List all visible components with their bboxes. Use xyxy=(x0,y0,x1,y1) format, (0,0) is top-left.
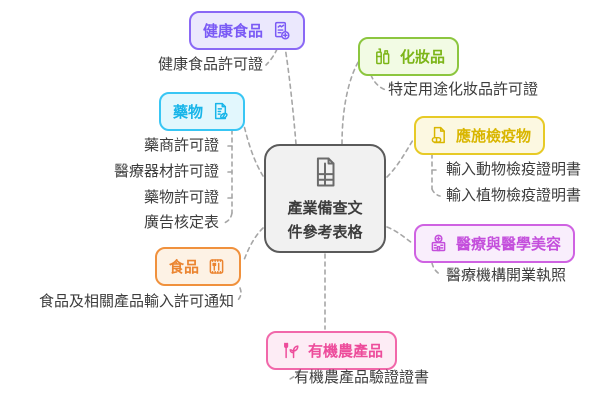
branch-medical-beauty-label: 醫療與醫學美容 xyxy=(456,236,562,253)
leaf-drug-dealer-license: 藥商許可證 xyxy=(143,137,219,154)
leaf-drug-license: 藥物許可證 xyxy=(143,189,219,206)
table-file-icon xyxy=(308,155,342,194)
connector-center-food xyxy=(243,227,264,261)
center-label-line1: 產業備查文 xyxy=(287,200,363,217)
branch-food: 食品 xyxy=(155,247,242,286)
meal-ticket-icon xyxy=(206,256,227,277)
connector-leaf-drug-3 xyxy=(223,212,233,224)
branch-cosmetics: 化妝品 xyxy=(358,37,460,76)
connector-leaf-food xyxy=(236,287,242,302)
branch-health-food-label: 健康食品 xyxy=(203,23,264,40)
connector-center-drug xyxy=(240,112,264,177)
leaf-organic-cert: 有機農產品驗證證書 xyxy=(294,369,430,386)
connector-center-medical xyxy=(386,226,413,244)
leaf-plant-quarantine-cert: 輸入植物檢疫證明書 xyxy=(446,187,582,204)
branch-food-label: 食品 xyxy=(169,259,200,276)
connector-leaf-quarantine-1 xyxy=(431,188,441,197)
leaf-medical-device-license: 醫療器材許可證 xyxy=(113,163,219,180)
branch-health-food: 健康食品 xyxy=(189,11,306,50)
connector-leaf-organic xyxy=(289,370,300,380)
cosmetic-bottles-icon xyxy=(372,46,393,67)
hospital-icon xyxy=(428,233,449,254)
leaf-ad-approval-form: 廣告核定表 xyxy=(143,214,219,231)
connector-center-cosmetics xyxy=(341,58,361,145)
connector-leaf-medical xyxy=(431,262,442,276)
prescription-file-icon xyxy=(210,101,231,122)
branch-cosmetics-label: 化妝品 xyxy=(400,49,446,66)
leaf-health-food-license: 健康食品許可證 xyxy=(157,56,263,73)
branch-organic-produce-label: 有機農產品 xyxy=(308,343,384,360)
quarantine-file-icon xyxy=(428,125,449,146)
leaf-cosmetics-license: 特定用途化妝品許可證 xyxy=(388,81,539,98)
center-node: 產業備查文 件參考表格 xyxy=(264,144,386,253)
center-label-line2: 件參考表格 xyxy=(287,224,363,241)
fork-plant-icon xyxy=(280,340,301,361)
branch-quarantine: 應施檢疫物 xyxy=(414,116,546,155)
connector-leaf-health xyxy=(265,48,278,66)
leaf-animal-quarantine-cert: 輸入動物檢疫證明書 xyxy=(446,161,582,178)
branch-medical-beauty: 醫療與醫學美容 xyxy=(414,224,576,263)
branch-organic-produce: 有機農產品 xyxy=(266,331,398,370)
connector-leaf-cosmetics xyxy=(370,74,387,91)
clipboard-plus-icon xyxy=(270,20,291,41)
branch-quarantine-label: 應施檢疫物 xyxy=(456,128,532,145)
connector-center-health xyxy=(284,46,297,145)
leaf-medical-institution-license: 醫療機構開業執照 xyxy=(446,267,567,284)
branch-drug: 藥物 xyxy=(159,92,246,131)
connector-center-quarantine xyxy=(386,139,414,178)
leaf-food-import-notice: 食品及相關產品輸入許可通知 xyxy=(38,293,234,310)
branch-drug-label: 藥物 xyxy=(173,104,204,121)
